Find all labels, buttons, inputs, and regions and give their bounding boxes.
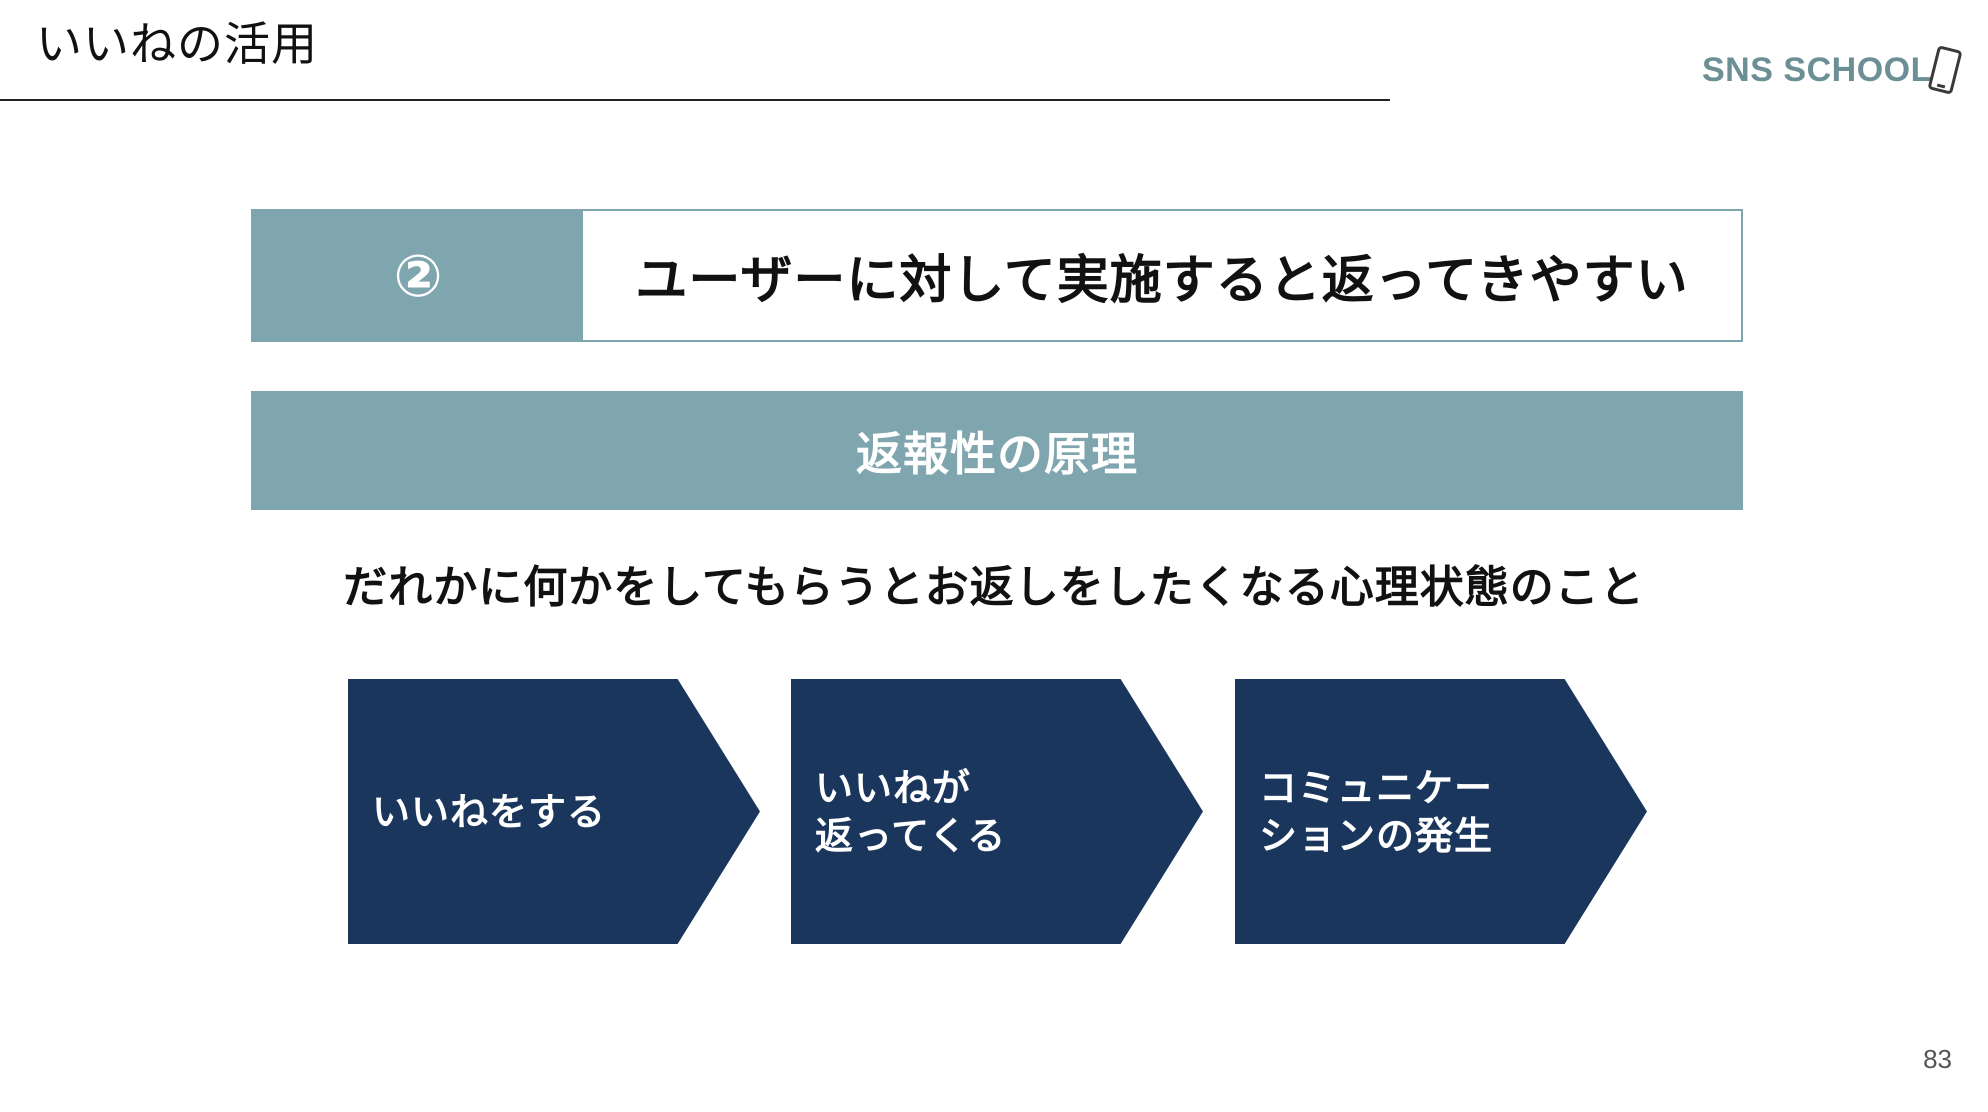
sns-school-logo: SNS SCHOOL — [1702, 42, 1962, 98]
heading-box: ② ユーザーに対して実施すると返ってきやすい — [251, 209, 1743, 342]
logo-sns-text: SNS — [1702, 50, 1774, 89]
heading-number-badge: ② — [253, 211, 583, 340]
process-step-2: いいねが 返ってくる — [791, 679, 1203, 944]
process-step-3: コミュニケー ションの発生 — [1235, 679, 1647, 944]
logo-school-text: SCHOOL — [1783, 50, 1932, 89]
process-step-1: いいねをする — [348, 679, 760, 944]
heading-text: ユーザーに対して実施すると返ってきやすい — [583, 211, 1741, 340]
principle-banner: 返報性の原理 — [251, 391, 1743, 510]
process-step-label: コミュニケー ションの発生 — [1259, 765, 1494, 858]
smartphone-icon — [1928, 46, 1962, 94]
process-step-label: いいねが 返ってくる — [815, 765, 1007, 858]
page-title: いいねの活用 — [36, 17, 318, 71]
title-divider — [0, 99, 1390, 101]
process-step-label: いいねをする — [372, 789, 607, 834]
page-number: 83 — [1923, 1044, 1952, 1074]
definition-text: だれかに何かをしてもらうとお返しをしたくなる心理状態のこと — [343, 562, 1645, 613]
